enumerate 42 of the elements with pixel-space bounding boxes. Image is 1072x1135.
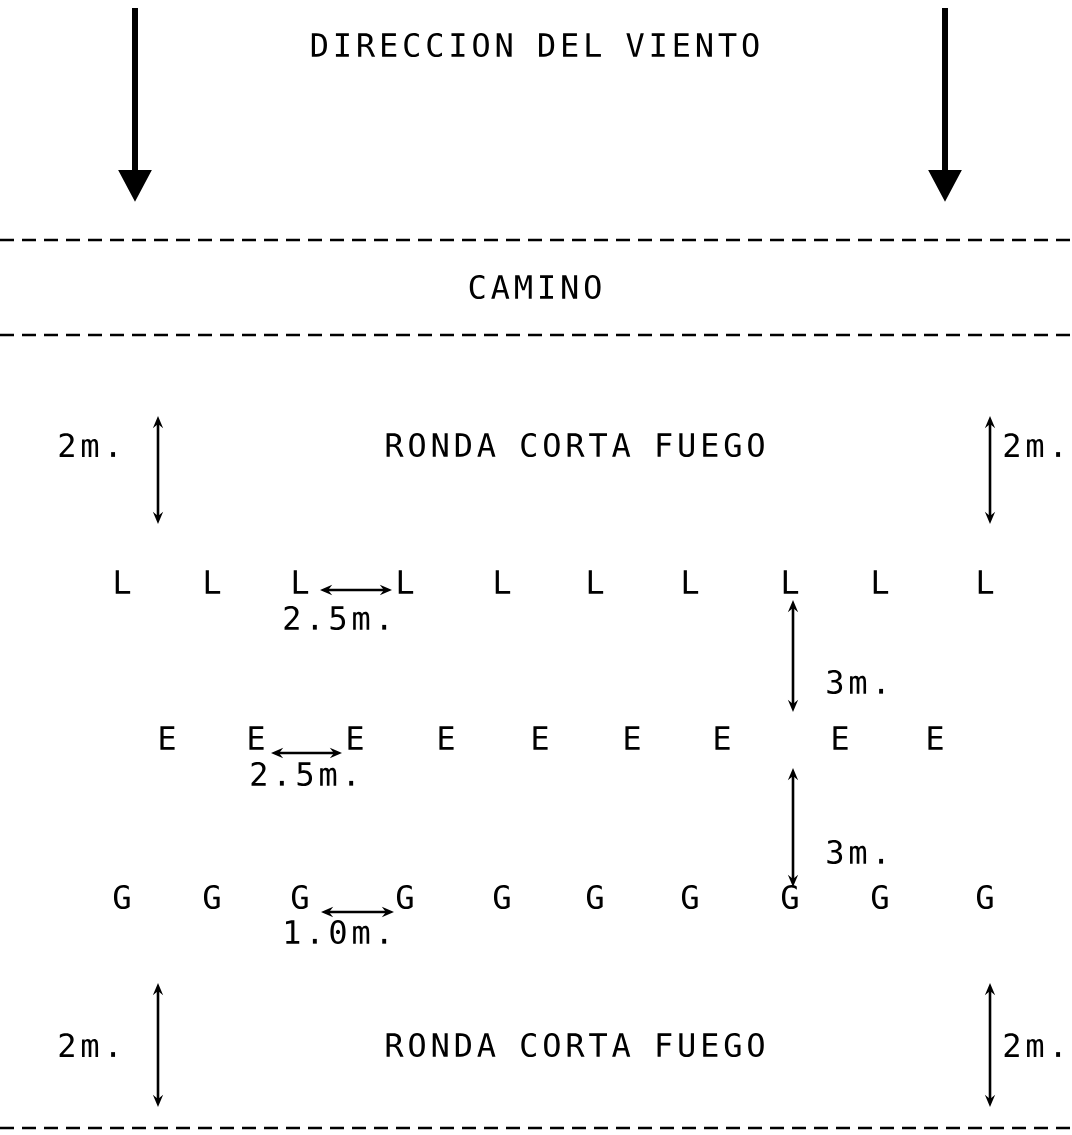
tree-letter: E [928,726,943,750]
tree-letter: G [871,884,888,910]
tree-letter: E [249,726,264,750]
road-label: CAMINO [469,274,601,300]
tree-letter: G [203,884,220,910]
tree-letter: G [781,884,798,910]
tree-letter: E [160,726,175,750]
dimension-label: 2m. [1004,1033,1061,1057]
tree-letter: L [978,570,994,594]
tree-letter: E [715,726,730,750]
tree-letter: E [439,726,454,750]
tree-letter: G [113,884,130,910]
tree-letter: E [625,726,640,750]
tree-letter: L [293,570,309,594]
tree-letter: L [398,570,414,594]
zone-label: RONDA CORTA FUEGO [386,432,764,458]
tree-letter: L [873,570,889,594]
tree-letter: L [783,570,799,594]
dimension-label: 2m. [59,433,116,457]
dimension-label: 3m. [827,839,884,865]
tree-letter: G [291,884,308,910]
zone-label: RONDA CORTA FUEGO [386,1032,764,1058]
heading-text: DIRECCION DEL VIENTO [311,32,759,58]
tree-letter: G [493,884,510,910]
tree-letter: E [833,726,848,750]
tree-letter: G [977,884,993,910]
tree-letter: E [533,726,548,750]
tree-letter: G [586,884,603,910]
dimension-label: 2m. [59,1033,116,1057]
tree-letter: L [495,570,511,594]
tree-letter: L [588,570,604,594]
dimension-label: 2m. [1004,433,1061,457]
tree-letter: L [205,570,221,594]
dimension-label: 2.5m. [251,761,354,787]
tree-letter: L [115,570,131,594]
dimension-label: 3m. [827,669,884,695]
tree-letter: E [348,726,363,750]
dimension-label: 2.5m. [284,605,387,631]
tree-letter: G [681,884,698,910]
tree-letter: L [683,570,699,594]
dimension-label: 1.0m. [286,919,387,945]
tree-letter: G [396,884,413,910]
